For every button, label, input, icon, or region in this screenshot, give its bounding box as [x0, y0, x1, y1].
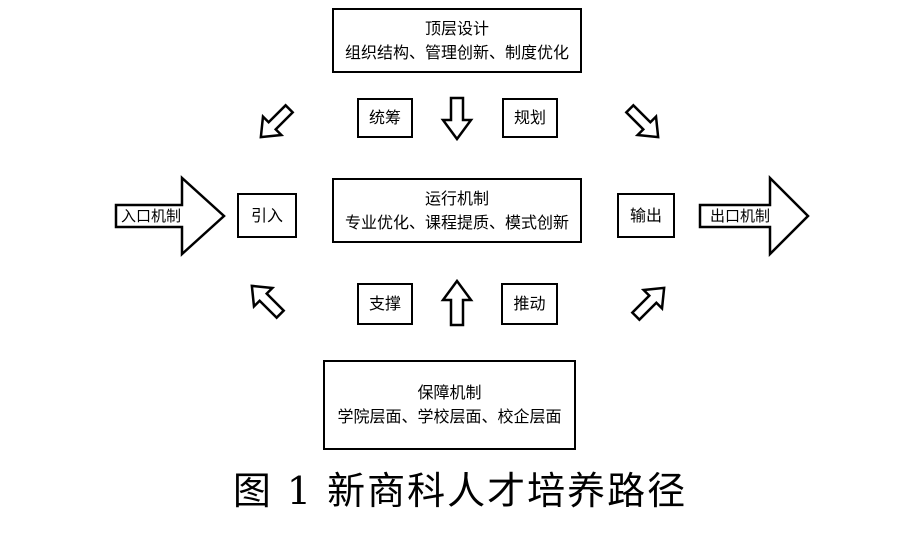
tongchou-label: 统筹	[368, 108, 401, 127]
diagonal-arrow-up-right-icon	[630, 286, 666, 322]
top-design-subtitle: 组织结构、管理创新、制度优化	[344, 42, 569, 62]
yinru-box: 引入	[237, 193, 297, 238]
operation-mechanism-box: 运行机制 专业优化、课程提质、模式创新	[332, 178, 582, 243]
support-mechanism-title: 保障机制	[417, 383, 482, 402]
tongchou-box: 统筹	[357, 98, 413, 138]
guihua-label: 规划	[513, 108, 546, 127]
diagonal-arrow-down-left-icon	[259, 103, 295, 139]
yinru-label: 引入	[250, 205, 283, 225]
top-design-title: 顶层设计	[424, 18, 489, 38]
tuidong-label: 推动	[513, 294, 546, 313]
figure-caption: 图 1 新商科人才培养路径	[232, 469, 688, 513]
diagonal-arrow-up-left-icon	[250, 284, 286, 320]
entry-mechanism-label: 入口机制	[120, 207, 181, 225]
operation-mechanism-title: 运行机制	[424, 188, 489, 208]
exit-mechanism-label: 出口机制	[709, 207, 770, 225]
guihua-box: 规划	[502, 98, 558, 138]
zhicheng-label: 支撑	[368, 294, 401, 313]
diagonal-arrow-down-right-icon	[624, 103, 660, 139]
support-mechanism-box: 保障机制 学院层面、学校层面、校企层面	[323, 360, 576, 450]
tuidong-box: 推动	[501, 283, 558, 325]
zhicheng-box: 支撑	[357, 283, 413, 325]
top-design-box: 顶层设计 组织结构、管理创新、制度优化	[332, 8, 582, 73]
shuchu-label: 输出	[629, 205, 662, 225]
entry-mechanism-arrow-icon	[114, 175, 226, 257]
operation-mechanism-subtitle: 专业优化、课程提质、模式创新	[344, 212, 569, 232]
exit-mechanism-arrow-icon	[698, 174, 810, 258]
up-arrow-icon	[440, 278, 474, 327]
shuchu-box: 输出	[617, 193, 675, 238]
down-arrow-icon	[440, 96, 474, 142]
support-mechanism-subtitle: 学院层面、学校层面、校企层面	[337, 407, 562, 426]
